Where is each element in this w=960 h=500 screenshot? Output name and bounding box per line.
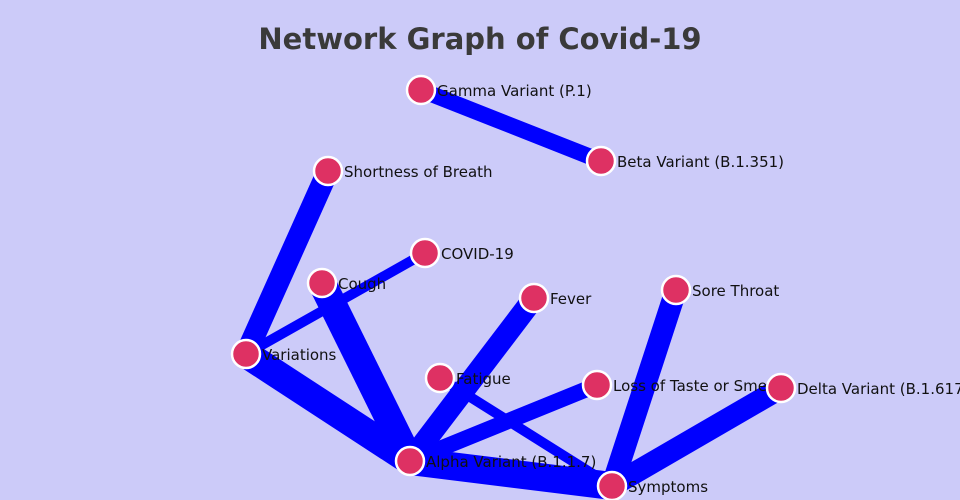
node-marker[interactable] bbox=[585, 145, 617, 177]
node-marker[interactable] bbox=[306, 267, 338, 299]
node-gamma[interactable]: Gamma Variant (P.1) bbox=[405, 74, 592, 106]
node-delta[interactable]: Delta Variant (B.1.617. bbox=[765, 372, 960, 404]
edge-sob-variations bbox=[235, 166, 339, 359]
edge-variations-alpha bbox=[238, 342, 418, 473]
node-label: Shortness of Breath bbox=[344, 163, 493, 181]
node-label: Delta Variant (B.1.617. bbox=[797, 380, 960, 398]
node-marker[interactable] bbox=[394, 445, 426, 477]
node-label: Cough bbox=[338, 275, 386, 293]
node-marker[interactable] bbox=[312, 155, 344, 187]
node-sore[interactable]: Sore Throat bbox=[660, 274, 779, 306]
node-marker[interactable] bbox=[596, 470, 628, 500]
node-marker[interactable] bbox=[409, 237, 441, 269]
edge-cough-alpha bbox=[309, 276, 423, 468]
node-label: Fever bbox=[550, 290, 592, 308]
node-symptoms[interactable]: Symptoms bbox=[596, 470, 708, 500]
node-variations[interactable]: Variations bbox=[230, 338, 337, 370]
node-label: Sore Throat bbox=[692, 282, 779, 300]
node-loss[interactable]: Loss of Taste or Sme bbox=[581, 369, 767, 401]
node-cough[interactable]: Cough bbox=[306, 267, 386, 299]
edge-gamma-beta bbox=[418, 82, 604, 169]
edge-alpha-symptoms bbox=[408, 447, 614, 500]
node-alpha[interactable]: Alpha Variant (B.1.1.7) bbox=[394, 445, 596, 477]
edge-delta-symptoms bbox=[606, 378, 787, 496]
node-sob[interactable]: Shortness of Breath bbox=[312, 155, 493, 187]
edge-sore-symptoms bbox=[601, 286, 687, 490]
node-label: Alpha Variant (B.1.1.7) bbox=[426, 453, 596, 471]
node-marker[interactable] bbox=[424, 362, 456, 394]
node-marker[interactable] bbox=[405, 74, 437, 106]
node-beta[interactable]: Beta Variant (B.1.351) bbox=[585, 145, 784, 177]
node-label: Variations bbox=[262, 346, 337, 364]
edge-layer bbox=[235, 82, 787, 500]
edge-fever-alpha bbox=[401, 291, 543, 468]
node-marker[interactable] bbox=[518, 282, 550, 314]
node-label: Beta Variant (B.1.351) bbox=[617, 153, 784, 171]
node-label: Symptoms bbox=[628, 478, 708, 496]
chart-title: Network Graph of Covid-19 bbox=[258, 22, 702, 56]
node-label: Fatigue bbox=[456, 370, 511, 388]
node-fever[interactable]: Fever bbox=[518, 282, 592, 314]
node-marker[interactable] bbox=[765, 372, 797, 404]
node-marker[interactable] bbox=[581, 369, 613, 401]
node-marker[interactable] bbox=[230, 338, 262, 370]
node-fatigue[interactable]: Fatigue bbox=[424, 362, 511, 394]
node-label: COVID-19 bbox=[441, 245, 514, 263]
edge-fatigue-symptoms bbox=[437, 373, 615, 491]
node-label: Gamma Variant (P.1) bbox=[437, 82, 592, 100]
node-label: Loss of Taste or Sme bbox=[613, 377, 767, 395]
node-covid[interactable]: COVID-19 bbox=[409, 237, 514, 269]
node-marker[interactable] bbox=[660, 274, 692, 306]
node-layer[interactable]: Gamma Variant (P.1) Beta Variant (B.1.351… bbox=[230, 74, 960, 500]
